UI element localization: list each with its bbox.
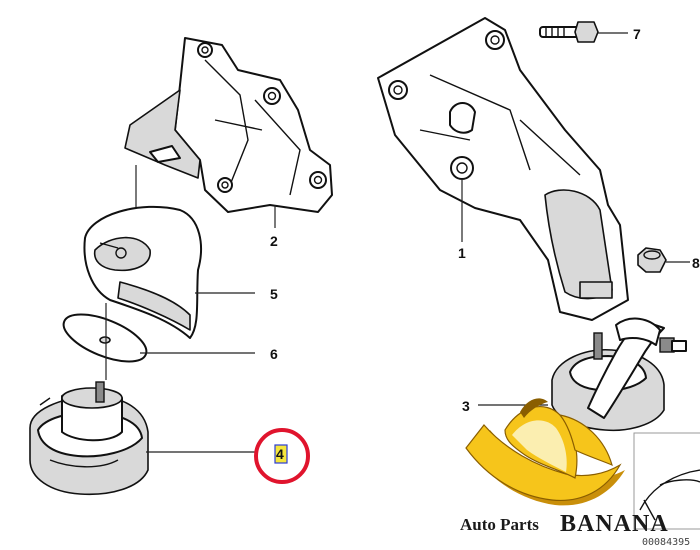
part-2-bracket	[124, 37, 333, 213]
part-1-bracket	[377, 17, 629, 321]
document-number: 00084395	[642, 537, 690, 548]
part-4-engine-mount	[29, 381, 149, 496]
callout-3: 3	[462, 398, 470, 414]
highlight-circle	[254, 428, 310, 484]
callout-5: 5	[270, 286, 278, 302]
callout-7: 7	[633, 26, 641, 42]
callout-4: 4	[276, 446, 284, 462]
vehicle-locator-inset	[633, 432, 700, 530]
part-6-washer	[62, 313, 148, 363]
brand-name-prefix: Auto Parts	[460, 515, 539, 534]
part-7-bolt	[539, 21, 599, 43]
part-5-buffer	[83, 205, 202, 339]
highlight-label-box	[274, 444, 288, 464]
linkage-rod	[587, 317, 687, 419]
highlighted-callout-4[interactable]: 4	[254, 428, 310, 484]
callout-1: 1	[458, 245, 466, 261]
banana-icon	[465, 398, 625, 506]
callout-2: 2	[270, 233, 278, 249]
callout-8: 8	[692, 255, 700, 271]
brand-name-main: BANANA	[560, 511, 669, 537]
callout-6: 6	[270, 346, 278, 362]
part-8-nut	[637, 247, 667, 273]
